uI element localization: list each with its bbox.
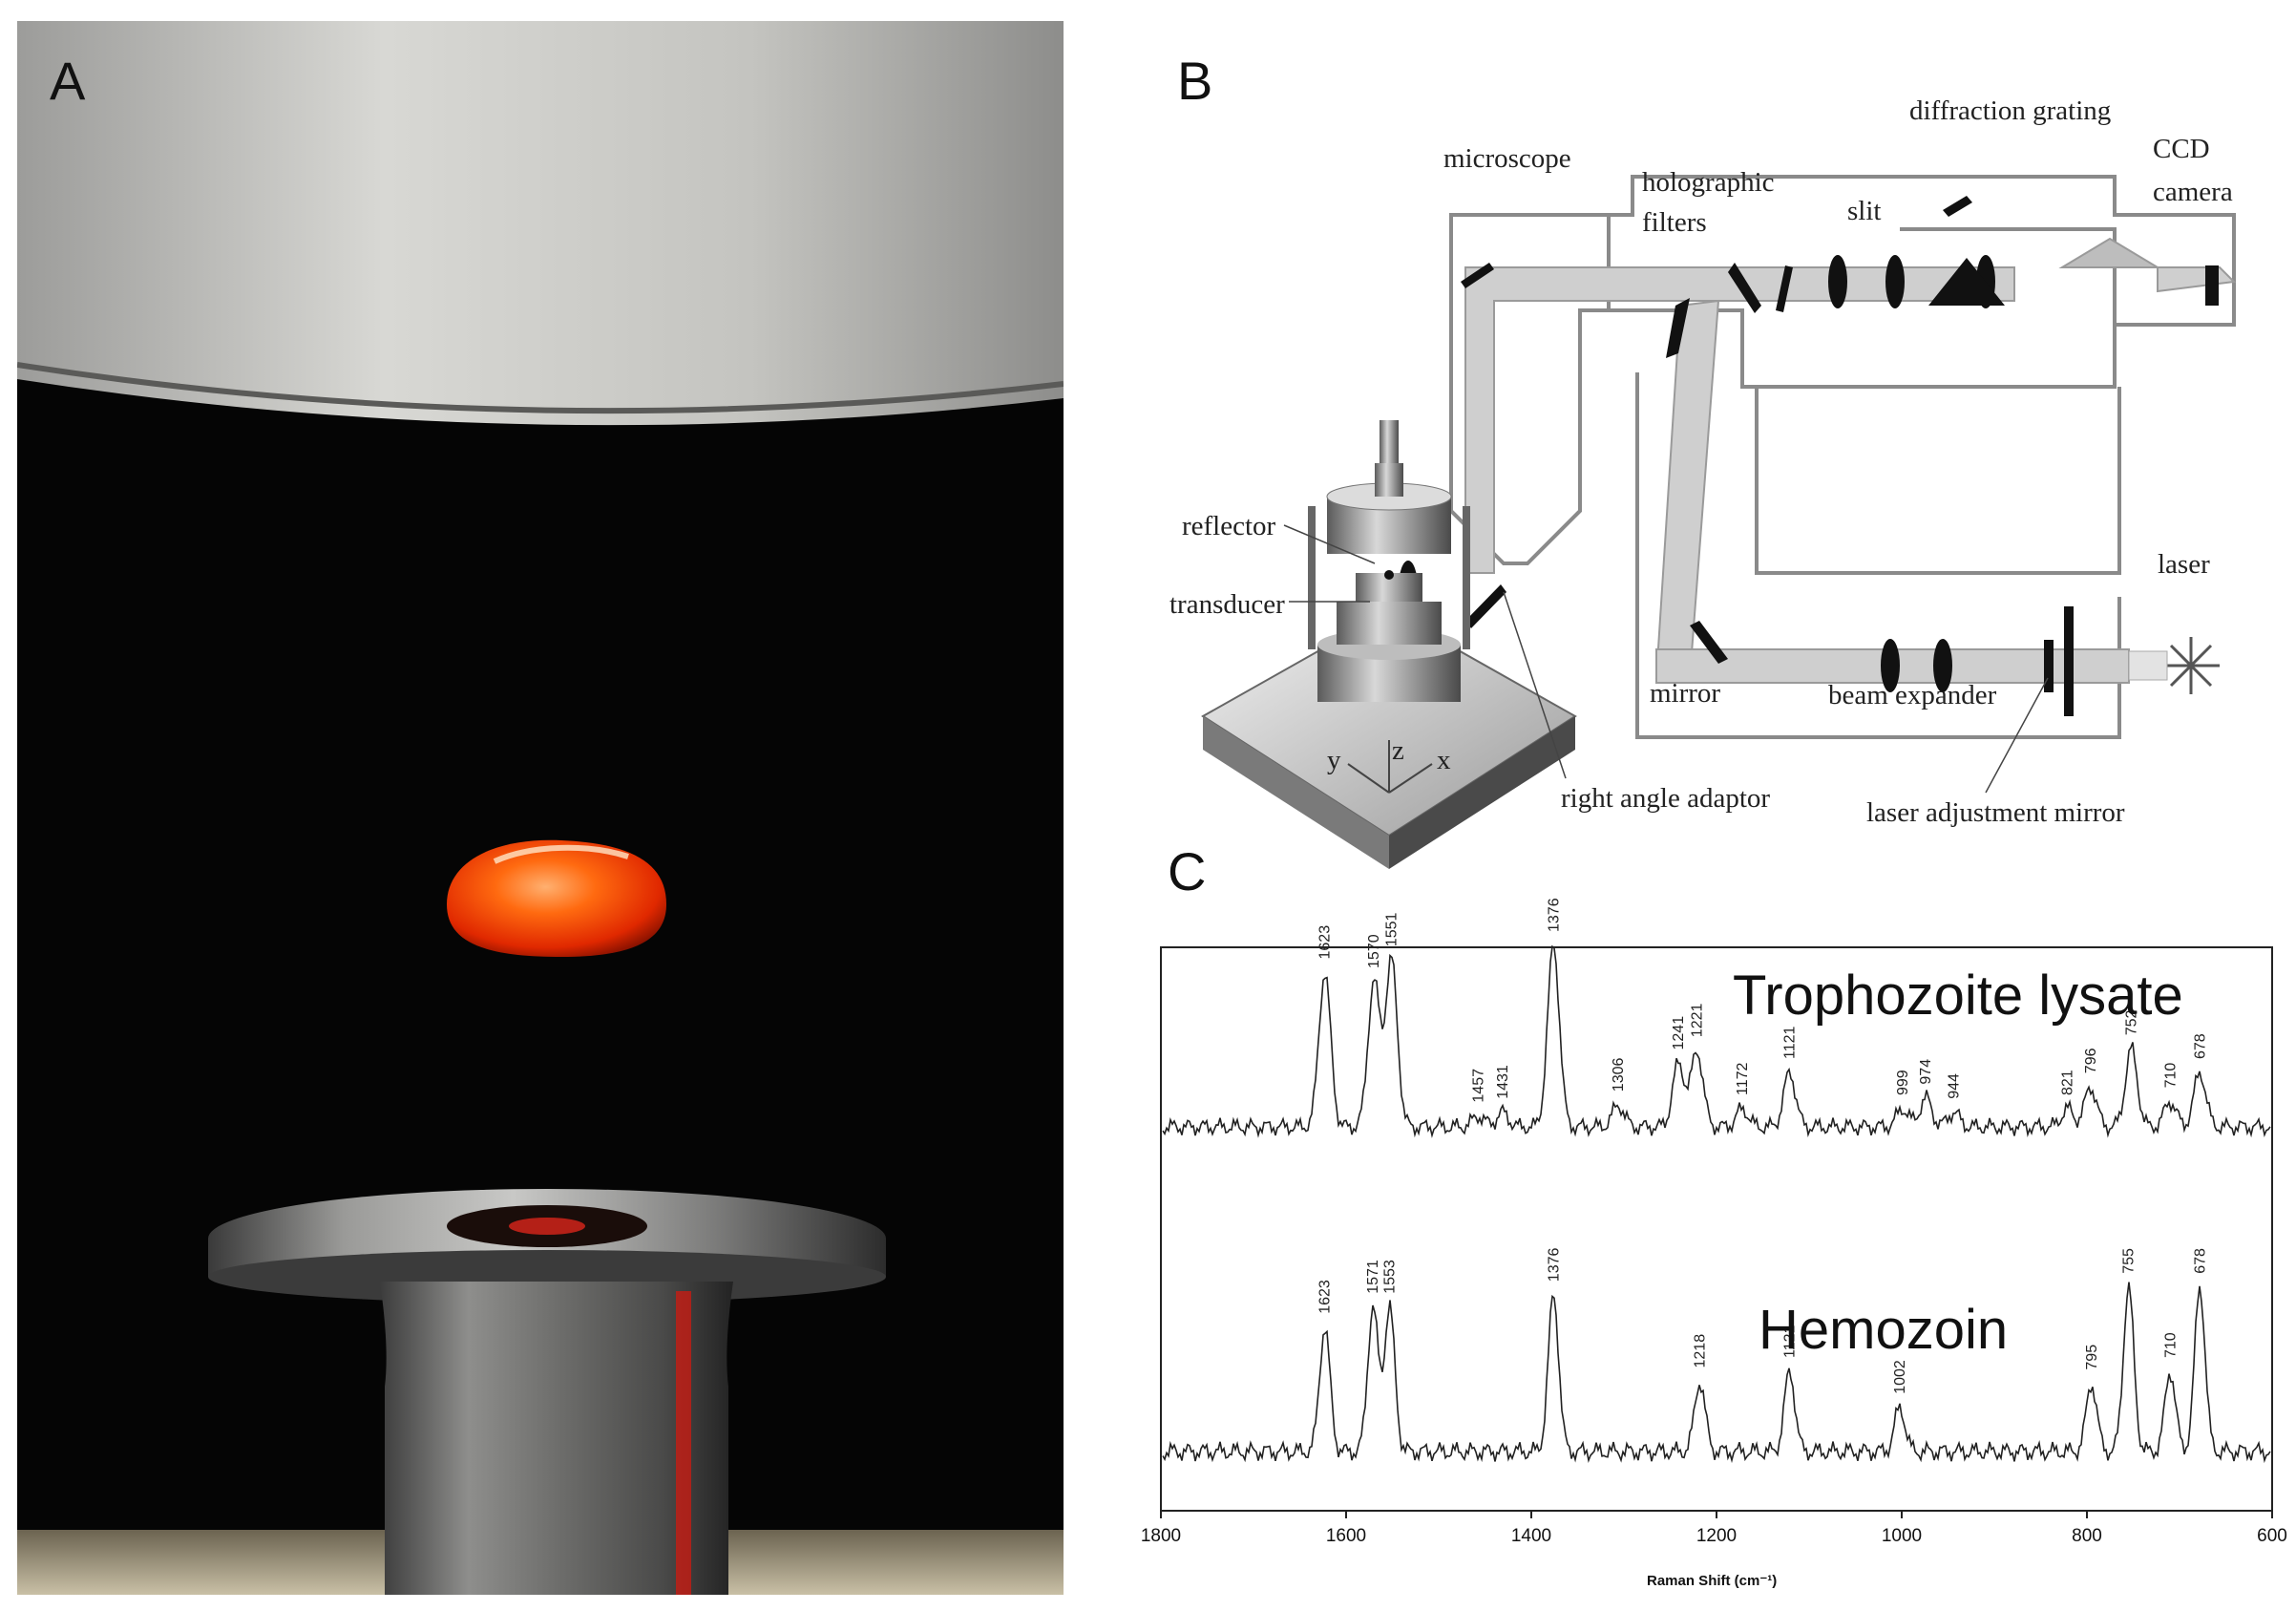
leader-lines [1283, 524, 2049, 794]
label-camera: camera [2153, 177, 2233, 207]
label-mirror: mirror [1650, 678, 1720, 709]
series-title-trophozoite: Trophozoite lysate [1733, 964, 2183, 1027]
peak-label: 1570 [1366, 934, 1382, 968]
raman-setup-svg: microscope holographic filters slit diff… [1169, 95, 2237, 869]
axes-icon [1347, 740, 1433, 794]
label-beam-expander: beam expander [1828, 680, 1997, 710]
raman-setup-diagram: microscope holographic filters slit diff… [1127, 29, 2272, 888]
panel-b-label: B [1177, 51, 1213, 111]
peak-label: 1623 [1317, 1280, 1334, 1314]
peak-label: 821 [2060, 1070, 2076, 1095]
x-tick-label: 1400 [1511, 1526, 1551, 1546]
label-holographic: holographic [1642, 167, 1775, 198]
peak-label: 1551 [1384, 913, 1401, 947]
peak-label: 1457 [1471, 1069, 1487, 1103]
x-tick-label: 1000 [1882, 1526, 1922, 1546]
label-microscope: microscope [1443, 143, 1571, 174]
peak-label: 1623 [1317, 925, 1334, 960]
peak-label: 1121 [1782, 1026, 1799, 1059]
label-slit: slit [1847, 196, 1881, 226]
x-axis-title: Raman Shift (cm⁻¹) [1647, 1573, 1777, 1589]
peak-label: 1221 [1690, 1004, 1706, 1038]
levitator-stand [1201, 420, 1577, 869]
label-reflector: reflector [1182, 511, 1276, 541]
peak-label: 1002 [1892, 1360, 1908, 1394]
x-tick-label: 600 [2257, 1526, 2287, 1546]
levitator-photo-svg [17, 21, 1064, 1595]
label-diffraction-grating: diffraction grating [1909, 95, 2111, 126]
label-axis-z: z [1392, 735, 1404, 766]
peak-label: 678 [2192, 1248, 2208, 1274]
peak-label: 710 [2162, 1332, 2179, 1358]
peak-label: 1218 [1693, 1334, 1709, 1368]
peak-label: 795 [2084, 1345, 2100, 1370]
label-ccd: CCD [2153, 134, 2210, 164]
peak-label: 1571 [1365, 1260, 1381, 1294]
x-tick-label: 1200 [1696, 1526, 1737, 1546]
x-tick-label: 1800 [1141, 1526, 1181, 1546]
panel-a-label: A [50, 51, 86, 111]
peak-label: 1172 [1735, 1062, 1751, 1095]
peak-label: 1241 [1671, 1016, 1687, 1050]
peak-label: 710 [2162, 1063, 2179, 1089]
peak-label: 1306 [1611, 1058, 1627, 1092]
levitated-droplet-photo [17, 21, 1064, 1595]
peak-label: 974 [1918, 1059, 1934, 1085]
spectrum-trace-0 [1162, 944, 2271, 1138]
peak-label: 1376 [1546, 1248, 1562, 1282]
laser-icon [2162, 637, 2220, 694]
panel-c-label: C [1168, 841, 1207, 901]
label-axis-y: y [1327, 745, 1341, 775]
label-transducer: transducer [1169, 589, 1285, 620]
peak-label: 1553 [1382, 1260, 1399, 1294]
peak-label: 1121 [1782, 1325, 1799, 1358]
label-laser-adjustment-mirror: laser adjustment mirror [1866, 797, 2125, 828]
peak-label: 1376 [1546, 898, 1562, 932]
plot-frame [1160, 946, 2273, 1512]
peak-label: 678 [2192, 1033, 2208, 1059]
peak-label: 944 [1946, 1073, 1962, 1099]
peak-label: 755 [2121, 1248, 2138, 1274]
label-axis-x: x [1437, 745, 1451, 775]
x-tick-label: 1600 [1326, 1526, 1366, 1546]
peak-label: 1431 [1495, 1065, 1511, 1099]
peak-label: 752 [2124, 1010, 2140, 1036]
label-right-angle-adaptor: right angle adaptor [1561, 783, 1770, 814]
peak-label: 999 [1895, 1070, 1911, 1095]
series-title-hemozoin: Hemozoin [1759, 1299, 2008, 1361]
spectrum-trace-1 [1162, 1282, 2271, 1464]
label-laser: laser [2158, 549, 2210, 580]
label-filters: filters [1642, 207, 1707, 238]
x-tick-label: 800 [2072, 1526, 2102, 1546]
peak-label: 796 [2083, 1048, 2099, 1073]
